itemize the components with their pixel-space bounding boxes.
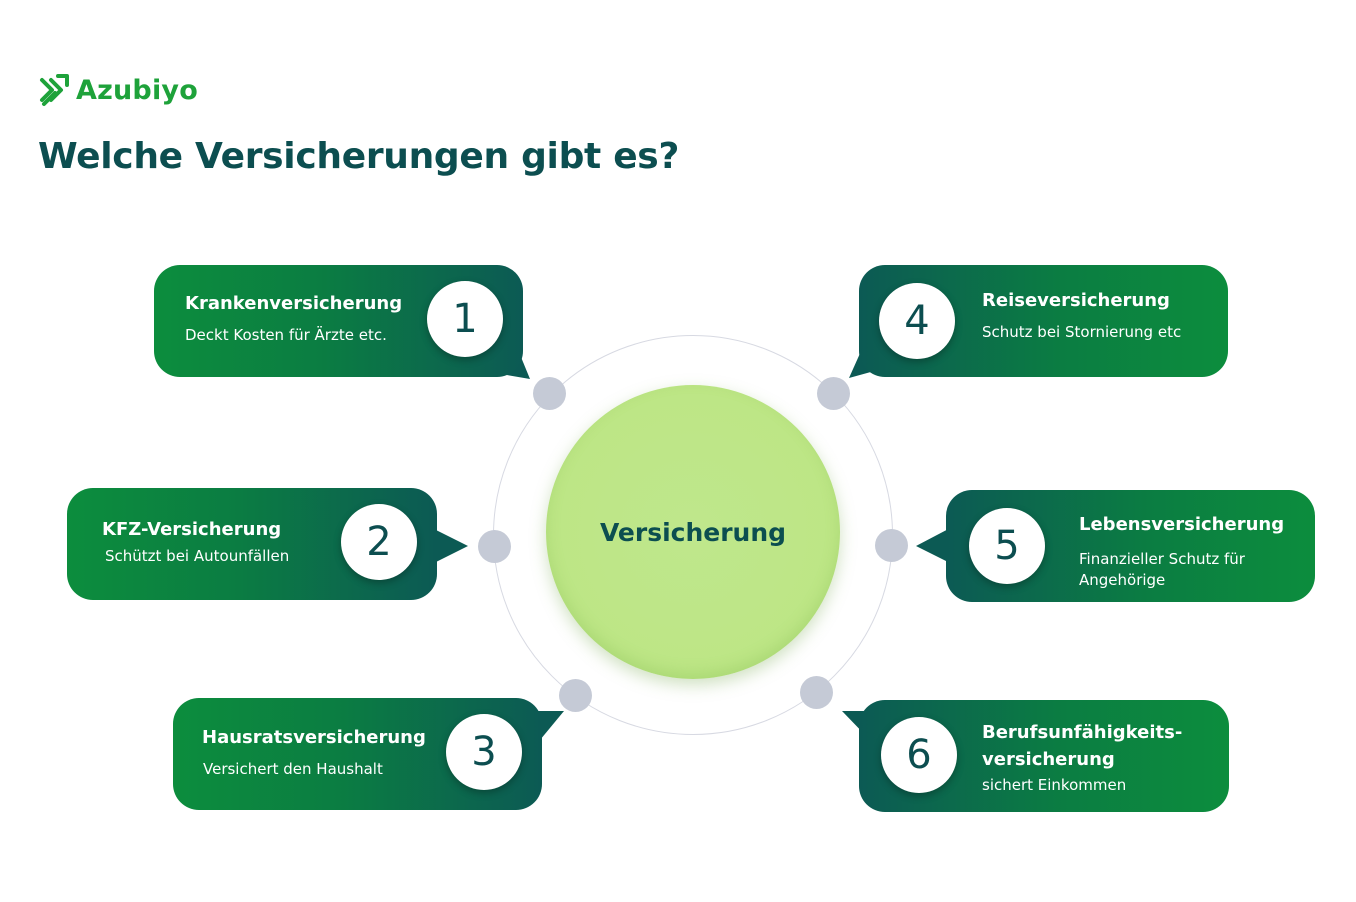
page-title: Welche Versicherungen gibt es? (38, 136, 680, 177)
number-badge-4: 4 (879, 283, 955, 359)
card-description: sichert Einkommen (982, 776, 1127, 794)
card-title: Hausratsversicherung (202, 727, 426, 748)
number-badge-5: 5 (969, 508, 1045, 584)
card-title: KFZ-Versicherung (102, 519, 282, 540)
connector-dot-5 (875, 529, 908, 562)
connector-dot-6 (800, 676, 833, 709)
card-title: Reiseversicherung (982, 290, 1170, 311)
card-description: Deckt Kosten für Ärzte etc. (185, 326, 387, 344)
brand-name: Azubiyo (76, 74, 198, 106)
connector-dot-3 (559, 679, 592, 712)
connector-dot-2 (478, 530, 511, 563)
card-title: Lebensversicherung (1079, 514, 1285, 535)
card-title-line-1: Berufsunfähigkeits- (982, 722, 1183, 743)
card-title: Krankenversicherung (185, 293, 403, 314)
connector-dot-4 (817, 377, 850, 410)
azubiyo-logo-icon (40, 74, 69, 106)
connector-dot-1 (533, 377, 566, 410)
number-badge-3: 3 (446, 714, 522, 790)
card-description-line-2: Angehörige (1079, 571, 1166, 589)
card-description: Versichert den Haushalt (203, 760, 383, 778)
center-label: Versicherung (599, 517, 787, 547)
card-description-line-1: Finanzieller Schutz für (1079, 550, 1245, 568)
brand-logo: Azubiyo (38, 72, 198, 108)
number-badge-6: 6 (881, 717, 957, 793)
number-badge-2: 2 (341, 504, 417, 580)
card-description: Schützt bei Autounfällen (105, 547, 290, 565)
card-title-line-2: versicherung (982, 749, 1115, 770)
card-description: Schutz bei Stornierung etc (982, 323, 1182, 341)
center-circle: Versicherung (546, 385, 840, 679)
number-badge-1: 1 (427, 281, 503, 357)
